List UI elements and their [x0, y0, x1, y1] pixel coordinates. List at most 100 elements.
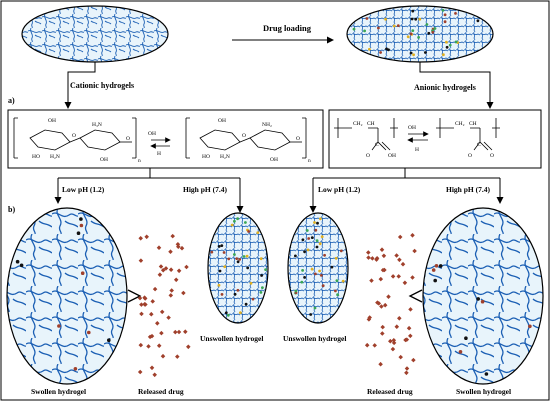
- drug-particle: [79, 223, 84, 228]
- released-drug-particle: [138, 342, 144, 348]
- released-drug-particle: [406, 325, 412, 331]
- released-drug-left-caption: Released drug: [138, 387, 184, 396]
- unswollen-hydrogel-right-caption: Unswollen hydrogel: [283, 334, 346, 343]
- drug-particle: [261, 286, 264, 289]
- released-drug-particle: [186, 344, 191, 350]
- drug-particle: [76, 231, 81, 235]
- svg-text:CH: CH: [367, 121, 375, 127]
- released-drug-particle: [144, 234, 149, 240]
- svg-text:OH: OH: [100, 157, 108, 163]
- drug-particle: [368, 47, 371, 51]
- cationic-branch-line: [64, 62, 96, 109]
- drug-particle: [246, 266, 250, 270]
- released-drug-particle: [159, 330, 164, 336]
- released-drug-particle: [375, 300, 380, 305]
- drug-particle: [336, 293, 339, 297]
- drug-particle: [424, 51, 427, 54]
- released-drug-particle: [388, 338, 393, 344]
- drug-particle: [217, 245, 221, 248]
- released-drug-particle: [412, 248, 417, 254]
- drug-particle: [236, 217, 240, 221]
- released-drug-particle: [137, 295, 143, 301]
- drug-particle: [476, 297, 481, 301]
- drug-particle: [409, 51, 413, 55]
- drug-particle: [247, 230, 251, 233]
- drug-particle: [233, 253, 236, 256]
- svg-text:HO: HO: [32, 154, 40, 160]
- drug-particle: [233, 219, 236, 223]
- released-drug-particle: [168, 267, 174, 272]
- drug-particle: [260, 274, 263, 277]
- svg-text:OH: OH: [270, 157, 278, 163]
- released-drug-particle: [404, 370, 409, 376]
- loaded-drug-dots: [352, 8, 480, 57]
- svg-text:H: H: [157, 151, 161, 157]
- drug-particle: [301, 238, 305, 242]
- released-drug-particle: [170, 233, 175, 239]
- high-ph-left-label: High pH (7.4): [183, 185, 227, 194]
- released-drug-particle: [380, 324, 385, 330]
- svg-text:NH₂: NH₂: [262, 122, 272, 128]
- drug-particle: [392, 24, 396, 28]
- released-drug-particle: [176, 329, 182, 335]
- svg-text:O: O: [468, 153, 472, 159]
- swollen-hydrogel-left: [6, 207, 128, 385]
- drug-particle: [330, 265, 334, 269]
- released-drug-particle: [152, 372, 157, 378]
- drug-particle: [313, 221, 316, 224]
- drug-loaded-hydrogel: [346, 5, 494, 63]
- released-drug-particle: [366, 250, 371, 255]
- drug-particle: [319, 217, 322, 221]
- drug-particle: [379, 51, 382, 54]
- released-drug-particle: [146, 344, 151, 349]
- svg-text:HO: HO: [202, 154, 210, 160]
- drug-particle: [294, 254, 297, 258]
- svg-text:CH: CH: [469, 121, 477, 127]
- drug-particle: [363, 29, 366, 33]
- drug-particle: [303, 276, 306, 279]
- released-drug-right-caption: Released drug: [367, 387, 413, 396]
- drug-loading-label: Drug loading: [263, 23, 312, 33]
- drug-particle: [236, 288, 240, 292]
- drug-particle: [406, 35, 410, 39]
- drug-particle: [294, 289, 298, 293]
- drug-particle: [480, 299, 485, 304]
- released-drug-particle: [394, 324, 400, 329]
- drug-particle: [73, 367, 78, 371]
- released-drug-particle: [398, 354, 403, 360]
- drug-particle: [458, 350, 463, 354]
- drug-particle: [224, 311, 228, 315]
- drug-particle: [245, 254, 249, 258]
- drug-particle: [352, 27, 356, 31]
- released-drug-particle: [379, 304, 384, 309]
- drug-particle: [411, 9, 415, 13]
- drug-particle: [410, 17, 414, 21]
- released-drug-particle: [142, 295, 147, 300]
- drug-particle: [230, 223, 234, 227]
- drug-particle: [409, 32, 413, 36]
- released-drug-particle: [396, 274, 401, 279]
- drug-particle: [306, 248, 310, 252]
- released-drug-particle: [404, 337, 410, 342]
- swollen-hydrogel-right: [422, 207, 544, 385]
- chitosan-labels: OH H₃N HO H₂N OH O O n OH H OH NH₂ HO H₂…: [32, 118, 311, 164]
- drug-particle: [341, 279, 345, 283]
- released-drug-particle: [397, 316, 402, 321]
- drug-particle: [417, 36, 420, 39]
- drug-particle: [256, 231, 260, 235]
- drug-particle: [318, 269, 321, 273]
- svg-text:H: H: [415, 147, 419, 153]
- released-drug-particle: [364, 342, 370, 348]
- released-drug-particle: [169, 288, 174, 293]
- drug-particle: [441, 8, 445, 12]
- released-drug-particle: [379, 247, 385, 252]
- released-drug-particle: [402, 280, 408, 286]
- drug-particle: [227, 257, 231, 261]
- drug-particle: [427, 31, 431, 35]
- drug-particle: [314, 272, 317, 276]
- released-drug-particle: [149, 311, 154, 317]
- drug-particle: [425, 23, 429, 26]
- drug-particle: [431, 30, 435, 34]
- drug-particle: [412, 53, 415, 57]
- drug-particle: [433, 278, 438, 283]
